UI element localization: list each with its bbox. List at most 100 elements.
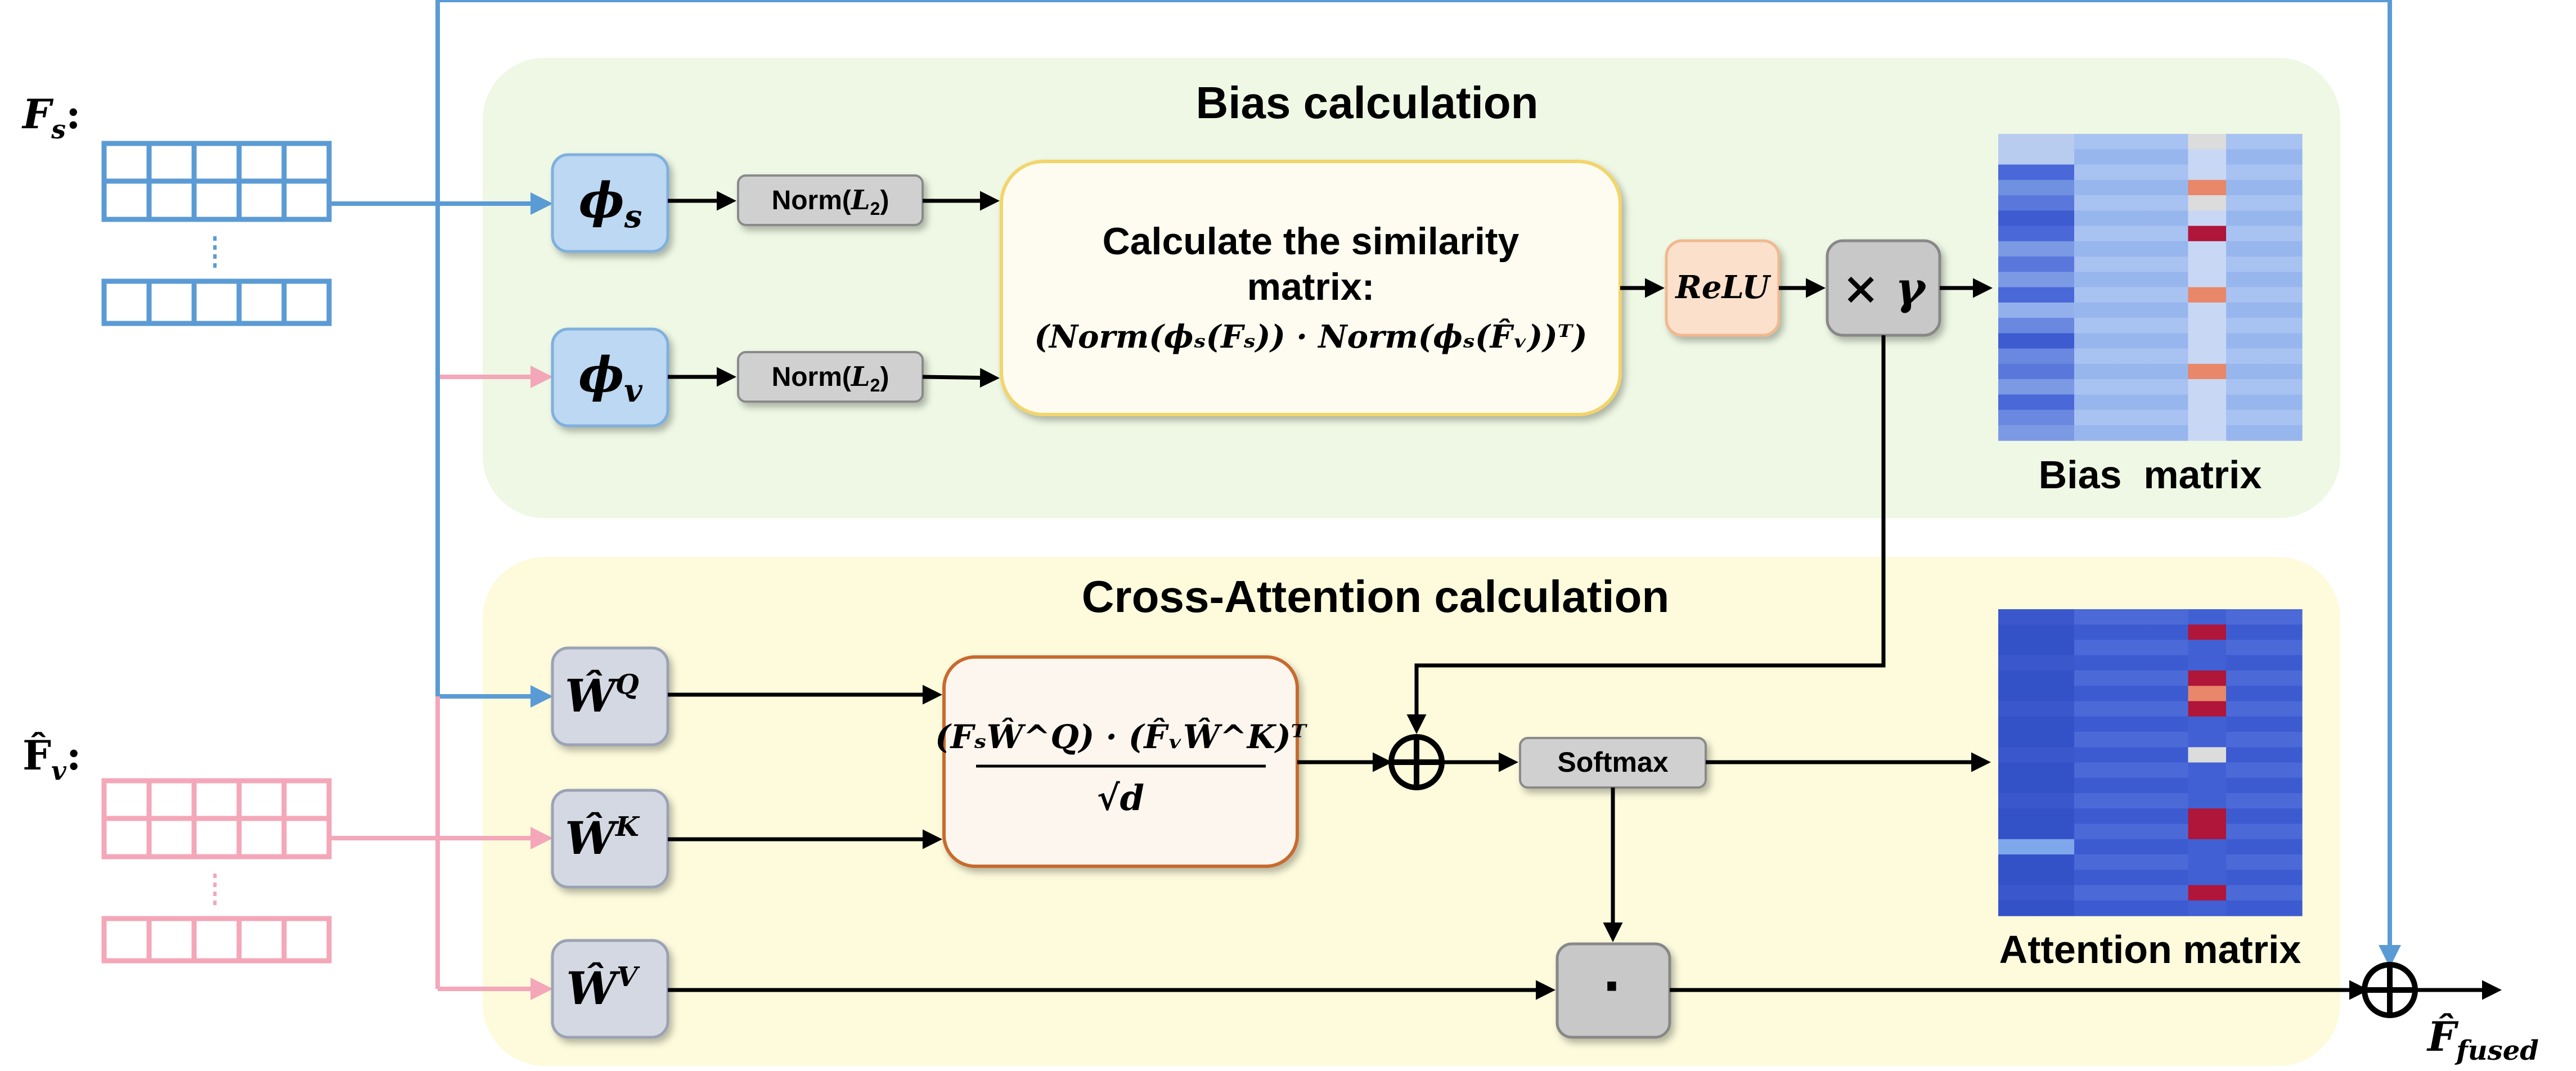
heatmap-cell: [2226, 885, 2265, 901]
heatmap-cell: [2036, 226, 2075, 242]
heatmap-cell: [1998, 226, 2037, 242]
heatmap-cell: [1998, 777, 2037, 794]
svg-text:(Norm(ϕₛ(Fₛ)) · Norm(ϕₛ(F̂ᵥ))ᵀ: (Norm(ϕₛ(Fₛ)) · Norm(ϕₛ(F̂ᵥ))ᵀ): [1034, 318, 1587, 356]
heatmap-cell: [2226, 363, 2265, 380]
heatmap-cell: [2264, 824, 2303, 840]
heatmap-cell: [1998, 609, 2037, 625]
heatmap-cell: [2150, 425, 2189, 441]
heatmap-cell: [2264, 379, 2303, 395]
similarity-matrix-block: Calculate the similarity matrix: (Norm(ϕ…: [1000, 160, 1622, 416]
heatmap-cell: [2226, 348, 2265, 364]
heatmap-cell: [2074, 870, 2113, 886]
heatmap-cell: [2112, 379, 2151, 395]
heatmap-cell: [2036, 363, 2075, 380]
heatmap-cell: [2112, 670, 2151, 686]
heatmap-cell: [2036, 747, 2075, 763]
heatmap-cell: [2226, 762, 2265, 778]
heatmap-cell: [2264, 793, 2303, 809]
heatmap-cell: [2264, 272, 2303, 288]
heatmap-cell: [2226, 732, 2265, 748]
heatmap-cell: [2188, 241, 2227, 257]
heatmap-cell: [2150, 394, 2189, 411]
heatmap-cell: [2264, 747, 2303, 763]
heatmap-cell: [2188, 824, 2227, 840]
arrow-gamma-to-add: [1406, 335, 1886, 734]
heatmap-cell: [2226, 870, 2265, 886]
heatmap-cell: [2036, 655, 2075, 671]
heatmap-cell: [2112, 777, 2151, 794]
heatmap-cell: [2074, 272, 2113, 288]
heatmap-cell: [2226, 624, 2265, 641]
heatmap-cell: [2188, 854, 2227, 870]
heatmap-cell: [2150, 624, 2189, 641]
heatmap-cell: [2264, 686, 2303, 702]
heatmap-cell: [2074, 824, 2113, 840]
heatmap-cell: [2226, 747, 2265, 763]
heatmap-cell: [2264, 854, 2303, 870]
heatmap-cell: [1998, 272, 2037, 288]
heatmap-cell: [2036, 241, 2075, 257]
heatmap-cell: [2188, 394, 2227, 411]
heatmap-cell: [2112, 226, 2151, 242]
heatmap-cell: [2188, 777, 2227, 794]
heatmap-cell: [2264, 624, 2303, 641]
heatmap-cell: [2188, 670, 2227, 686]
heatmap-cell: [1998, 348, 2037, 364]
heatmap-cell: [1998, 164, 2037, 181]
heatmap-cell: [2150, 670, 2189, 686]
heatmap-cell: [2074, 179, 2113, 196]
heatmap-cell: [2112, 272, 2151, 288]
heatmap-cell: [2264, 134, 2303, 150]
heatmap-cell: [1998, 793, 2037, 809]
heatmap-cell: [1998, 670, 2037, 686]
heatmap-cell: [2112, 624, 2151, 641]
heatmap-cell: [2226, 195, 2265, 211]
heatmap-cell: [2036, 900, 2075, 916]
wv-block: ŴV: [551, 939, 669, 1039]
heatmap-cell: [2188, 716, 2227, 732]
svg-text:Norm(L2): Norm(L2): [772, 184, 889, 219]
heatmap-cell: [2036, 134, 2075, 150]
heatmap-cell: [2074, 363, 2113, 380]
heatmap-cell: [2150, 287, 2189, 303]
heatmap-cell: [1998, 363, 2037, 380]
heatmap-cell: [2112, 824, 2151, 840]
heatmap-cell: [2188, 287, 2227, 303]
heatmap-cell: [2226, 410, 2265, 426]
heatmap-cell: [2150, 793, 2189, 809]
softmax-block: Softmax: [1519, 737, 1707, 789]
heatmap-cell: [2036, 793, 2075, 809]
heatmap-cell: [2226, 272, 2265, 288]
bias-matrix-label: Bias matrix: [2039, 453, 2262, 497]
heatmap-cell: [2036, 272, 2075, 288]
heatmap-cell: [1998, 195, 2037, 211]
heatmap-cell: [2150, 686, 2189, 702]
heatmap-cell: [2150, 179, 2189, 196]
heatmap-cell: [2112, 363, 2151, 380]
heatmap-cell: [2226, 854, 2265, 870]
heatmap-cell: [2188, 348, 2227, 364]
heatmap-cell: [2112, 839, 2151, 855]
heatmap-cell: [1998, 210, 2037, 227]
heatmap-cell: [2188, 870, 2227, 886]
heatmap-cell: [2264, 701, 2303, 717]
heatmap-cell: [2264, 808, 2303, 825]
svg-text:·: ·: [1603, 951, 1624, 1020]
attention-matrix-heatmap: [1998, 609, 2303, 916]
heatmap-cell: [2036, 701, 2075, 717]
svg-text:× γ: × γ: [1842, 262, 1927, 314]
heatmap-cell: [2264, 226, 2303, 242]
heatmap-cell: [1998, 394, 2037, 411]
heatmap-cell: [2074, 716, 2113, 732]
heatmap-cell: [2074, 670, 2113, 686]
heatmap-cell: [2036, 716, 2075, 732]
fv-feature-grid: [101, 778, 332, 964]
heatmap-cell: [2264, 195, 2303, 211]
heatmap-cell: [2074, 900, 2113, 916]
heatmap-cell: [2036, 686, 2075, 702]
svg-text:(FₛŴ^Q) · (F̂ᵥŴ^K)ᵀ: (FₛŴ^Q) · (F̂ᵥŴ^K)ᵀ: [935, 717, 1307, 756]
heatmap-cell: [2264, 333, 2303, 349]
heatmap-cell: [2226, 302, 2265, 318]
heatmap-cell: [2188, 134, 2227, 150]
heatmap-cell: [2226, 179, 2265, 196]
